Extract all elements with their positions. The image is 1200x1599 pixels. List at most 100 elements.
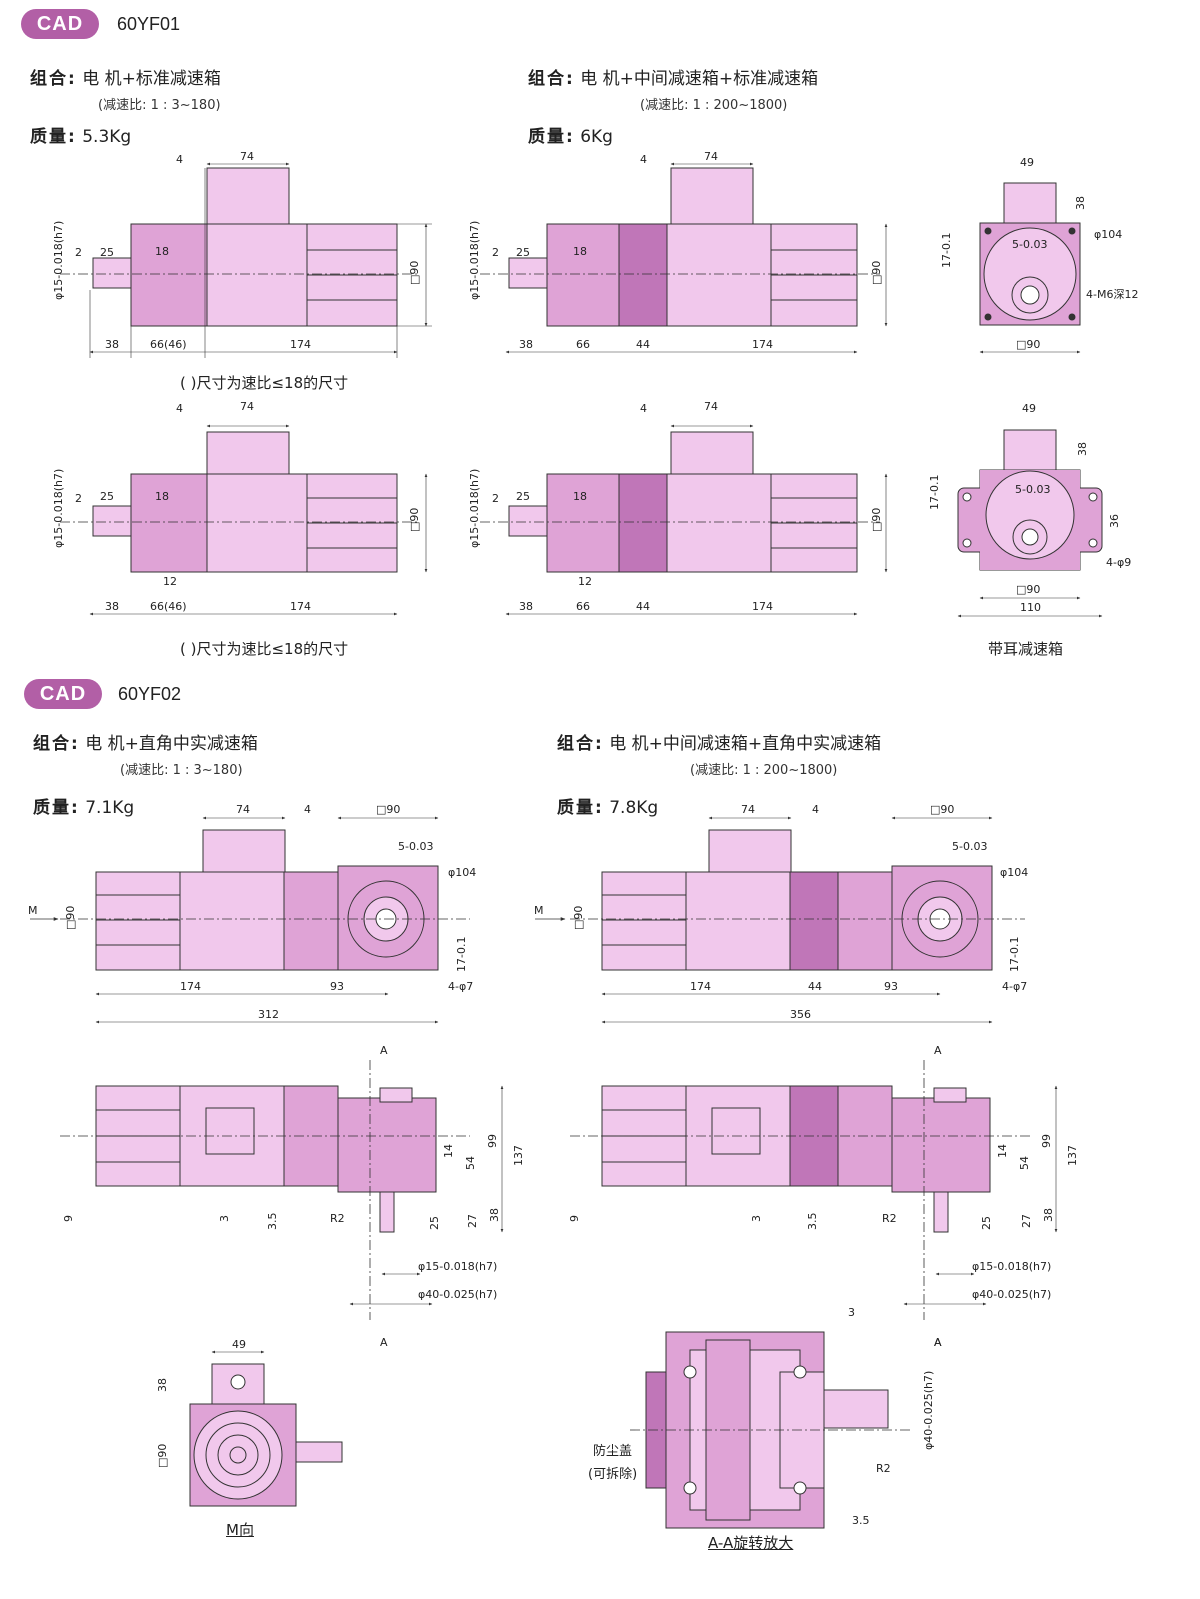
dim-5: 5-0.03: [1012, 238, 1047, 251]
dim-49: 49: [232, 1338, 246, 1351]
dim-phi-104: φ104: [448, 866, 476, 879]
motor-body: [666, 223, 772, 327]
ratio-right-1: (减速比: 1 : 200~1800): [640, 98, 788, 113]
dim-12: 12: [163, 575, 177, 588]
dust-cover-label: 防尘盖: [593, 1444, 633, 1459]
gearbox-body: [130, 223, 208, 327]
dim-14: 14: [442, 1144, 455, 1158]
dim-174: 174: [690, 980, 711, 993]
drawing-60yf02-middle-side: [570, 1060, 1058, 1320]
dim-3-5: 3.5: [852, 1514, 870, 1527]
dim-4: 4: [176, 402, 183, 415]
dim-3-5: 3.5: [266, 1213, 279, 1231]
dim-99: 99: [1040, 1134, 1053, 1148]
note-ratio-1: ( )尺寸为速比≤18的尺寸: [180, 374, 349, 392]
ratio-right-2: (减速比: 1 : 200~1800): [690, 763, 838, 778]
section-marker-a: A: [380, 1336, 388, 1349]
dim-shaft-15: φ15-0.018(h7): [468, 469, 481, 548]
dim-4: 4: [304, 803, 311, 816]
gearbox-body: [546, 223, 620, 327]
dim-phi-104: φ104: [1000, 866, 1028, 879]
drawing-60yf01-middle-ear: [480, 424, 888, 616]
dim-93: 93: [330, 980, 344, 993]
dim-137: 137: [1066, 1145, 1079, 1166]
combo-left-1: 组合: 电 机+标准减速箱: [30, 64, 221, 89]
dim-17: 17-0.1: [1008, 937, 1021, 972]
dim-shaft-15: φ15-0.018(h7): [52, 469, 65, 548]
dim-shaft-15: φ15-0.018(h7): [972, 1260, 1051, 1273]
dim-4: 4: [640, 153, 647, 166]
dim-44: 44: [636, 600, 650, 613]
dim-18: 18: [573, 490, 587, 503]
section-marker-a: A: [934, 1336, 942, 1349]
dim-38: 38: [105, 338, 119, 351]
dim-36: 36: [1108, 514, 1121, 528]
dim-74: 74: [236, 803, 250, 816]
ratio-left-2: (减速比: 1 : 3~180): [120, 763, 243, 778]
dim-12: 12: [578, 575, 592, 588]
mass-label: 质量:: [30, 127, 77, 147]
dim-99: 99: [486, 1134, 499, 1148]
model-60yf02: 60YF02: [118, 684, 182, 704]
dim-93: 93: [884, 980, 898, 993]
mass-value: 5.3Kg: [82, 127, 132, 147]
dim-54: 54: [1018, 1156, 1031, 1170]
dim-shaft-40: φ40-0.025(h7): [418, 1288, 497, 1301]
dim-3: 3: [848, 1306, 855, 1319]
dim-18: 18: [155, 490, 169, 503]
dim-shaft-15: φ15-0.018(h7): [52, 221, 65, 300]
dim-27: 27: [466, 1214, 479, 1228]
motor-body: [206, 223, 308, 327]
dim-18: 18: [573, 245, 587, 258]
dim-shaft-40: φ40-0.025(h7): [922, 1371, 935, 1450]
mass-value: 7.8Kg: [609, 798, 659, 818]
dim-square-90: □90: [408, 508, 421, 532]
combo-value: 电 机+中间减速箱+直角中实减速箱: [609, 734, 882, 754]
dim-38: 38: [156, 1378, 169, 1392]
dim-r2: R2: [882, 1212, 897, 1225]
dim-174: 174: [290, 338, 311, 351]
cad-badge-2: CAD: [24, 679, 102, 709]
dim-14: 14: [996, 1144, 1009, 1158]
drawing-60yf02-right-angle: [30, 816, 470, 1024]
dim-25: 25: [428, 1216, 441, 1230]
dim-9: 9: [62, 1215, 75, 1222]
model-60yf01: 60YF01: [117, 14, 181, 34]
dim-38: 38: [1074, 196, 1087, 210]
dim-66: 66: [576, 600, 590, 613]
combo-label: 组合:: [30, 69, 77, 89]
aa-section-caption: A-A旋转放大: [708, 1534, 794, 1552]
dim-3-5: 3.5: [806, 1213, 819, 1231]
dim-25: 25: [516, 490, 530, 503]
drawing-front-view: [979, 182, 1081, 354]
dim-m6: 4-M6深12: [1086, 288, 1138, 301]
dim-74: 74: [240, 150, 254, 163]
dim-square-90: □90: [64, 906, 77, 930]
dim-shaft-15: φ15-0.018(h7): [418, 1260, 497, 1273]
drawing-60yf02-side: [60, 1060, 504, 1320]
dim-shaft-15: φ15-0.018(h7): [468, 221, 481, 300]
dim-square-90: □90: [408, 261, 421, 285]
dim-17: 17-0.1: [940, 233, 953, 268]
ear-gearbox-caption: 带耳减速箱: [988, 640, 1064, 658]
middle-gearbox: [618, 223, 668, 327]
dim-2: 2: [75, 492, 82, 505]
dim-110: 110: [1020, 601, 1041, 614]
combo-label: 组合:: [557, 734, 604, 754]
dim-17: 17-0.1: [455, 937, 468, 972]
dim-2: 2: [492, 246, 499, 259]
output-shaft: [508, 257, 548, 289]
dim-3: 3: [750, 1215, 763, 1222]
combo-right-2: 组合: 电 机+中间减速箱+直角中实减速箱: [557, 729, 881, 754]
dim-174: 174: [752, 600, 773, 613]
dim-44: 44: [636, 338, 650, 351]
combo-left-2: 组合: 电 机+直角中实减速箱: [33, 729, 258, 754]
dim-4: 4: [640, 402, 647, 415]
dim-square-90: □90: [376, 803, 400, 816]
note-ratio-2: ( )尺寸为速比≤18的尺寸: [180, 640, 349, 658]
dim-square-90: □90: [156, 1444, 169, 1468]
drawing-ear-gearbox: [957, 429, 1103, 618]
dim-38: 38: [488, 1208, 501, 1222]
mass-value: 7.1Kg: [85, 798, 135, 818]
dim-square-90: □90: [1016, 583, 1040, 596]
